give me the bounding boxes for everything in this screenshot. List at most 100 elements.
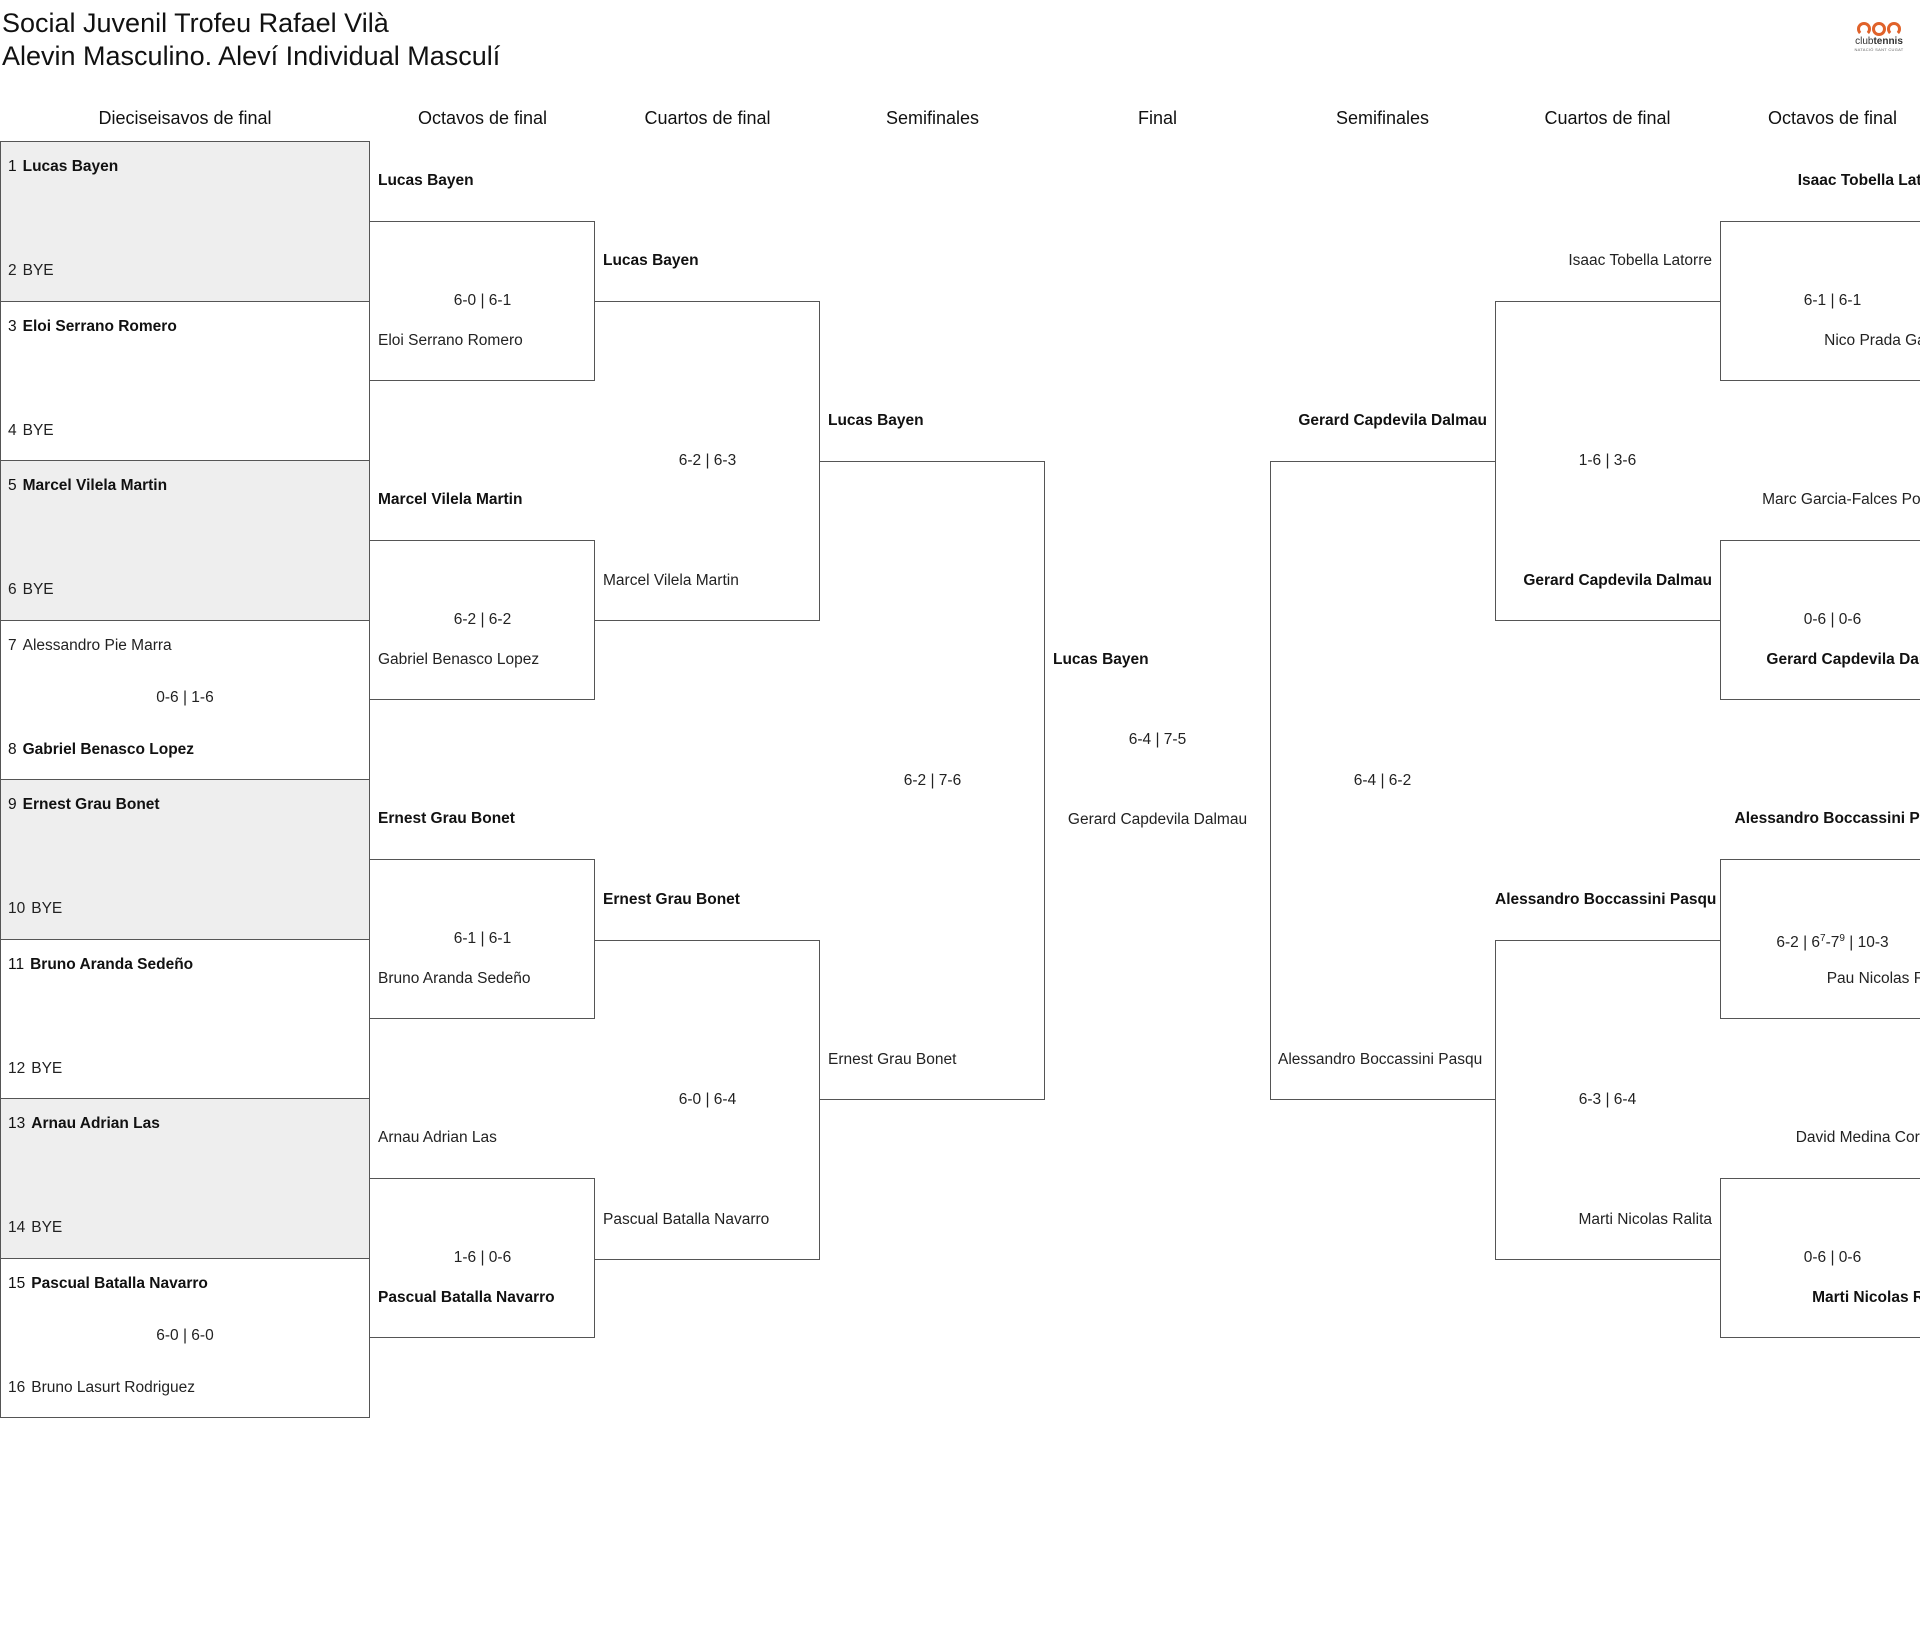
club-logo: clubtennis NATACIÓ SANT CUGAT — [1850, 22, 1908, 60]
player-name: Bruno Lasurt Rodriguez — [31, 1378, 195, 1396]
player-name: Lucas Bayen — [22, 158, 119, 175]
player-name: David Medina Corde — [1795, 1129, 1920, 1146]
r32-player: 10 BYE — [8, 899, 62, 919]
round-header-final: Final — [1137, 108, 1177, 128]
player-name: Gerard Capdevila Dalmau — [1067, 811, 1248, 828]
seed-number: 1 — [8, 158, 17, 175]
seed-number: 10 — [8, 900, 26, 917]
match-score: 6-2 | 6-3 — [678, 451, 737, 469]
player-name: Isaac Tobella Lator — [1797, 172, 1920, 189]
player-name: Bruno Aranda Sedeño — [30, 955, 194, 973]
tournament-title: Social Juvenil Trofeu Rafael Vilà — [2, 8, 389, 38]
player-name: Alessandro Boccassini Pasqu — [1495, 891, 1717, 908]
r32-match-box — [0, 1257, 370, 1418]
player-name: BYE — [31, 1059, 63, 1077]
seed-number: 11 — [8, 955, 25, 973]
logo-text-bold: tennis — [1873, 36, 1903, 47]
player-name: BYE — [22, 581, 54, 598]
player-name: Lucas Bayen — [603, 252, 699, 269]
seed-number: 14 — [8, 1219, 26, 1236]
player-name: Eloi Serrano Romero — [22, 317, 177, 335]
player-name: Alessandro Pie Marra — [22, 636, 172, 654]
match-connector — [1495, 940, 1720, 1260]
player-name: Pascual Batalla Navarro — [378, 1288, 555, 1306]
score-part: -7 — [1825, 933, 1840, 951]
r32-match-box — [0, 460, 370, 621]
match-score: 6-0 | 6-4 — [678, 1090, 737, 1108]
match-connector — [1720, 1178, 1920, 1338]
match-connector — [595, 301, 820, 621]
r32-player: 12 BYE — [8, 1059, 62, 1079]
player-name: BYE — [31, 1219, 63, 1236]
player-name: Pascual Batalla Navarro — [603, 1210, 770, 1228]
match-score: 0-6 | 0-6 — [1803, 610, 1862, 628]
seed-number: 15 — [8, 1274, 26, 1292]
round-header-dieciseisavos: Dieciseisavos de final — [98, 108, 272, 128]
player-name: Arnau Adrian Las — [378, 1129, 497, 1146]
logo-text-main: club — [1855, 36, 1874, 47]
match-connector — [820, 461, 1045, 1100]
player-name: Ernest Grau Bonet — [378, 810, 515, 827]
seed-number: 9 — [8, 796, 17, 813]
player-name: Ernest Grau Bonet — [22, 796, 160, 813]
r32-player: 6 BYE — [8, 580, 54, 600]
player-name: Pascual Batalla Navarro — [31, 1274, 208, 1292]
round-header-semifinales-left: Semifinales — [885, 108, 980, 128]
r32-player: 13 Arnau Adrian Las — [8, 1114, 160, 1134]
player-name: Pau Nicolas Ral — [1826, 969, 1920, 987]
player-name: BYE — [22, 421, 54, 439]
seed-number: 16 — [8, 1378, 26, 1396]
match-score: 6-2 | 6-2 — [453, 610, 512, 628]
player-name: BYE — [31, 900, 63, 917]
r32-player: 9 Ernest Grau Bonet — [8, 795, 160, 815]
player-name: Lucas Bayen — [828, 412, 924, 429]
seed-number: 7 — [8, 636, 17, 654]
player-name: Gerard Capdevila Dalmau — [1523, 571, 1712, 589]
player-name: Gerard Capdevila Dalmau — [1298, 412, 1487, 429]
r32-player: 16 Bruno Lasurt Rodriguez — [8, 1378, 195, 1398]
seed-number: 5 — [8, 477, 17, 494]
player-name: Arnau Adrian Las — [31, 1115, 160, 1132]
seed-number: 13 — [8, 1115, 26, 1132]
match-score: 1-6 | 0-6 — [453, 1248, 512, 1266]
match-score: 6-2 | 7-6 — [903, 771, 962, 789]
player-name: Gabriel Benasco Lopez — [22, 740, 195, 758]
match-score: 6-0 | 6-1 — [453, 291, 512, 309]
round-header-cuartos-right: Cuartos de final — [1544, 108, 1671, 128]
match-score: 6-3 | 6-4 — [1578, 1090, 1637, 1108]
player-name: Ernest Grau Bonet — [828, 1051, 957, 1068]
match-connector — [370, 1178, 595, 1338]
player-name: BYE — [22, 262, 54, 279]
match-connector — [1270, 461, 1495, 1100]
seed-number: 6 — [8, 581, 17, 598]
match-score: 6-0 | 6-0 — [156, 1326, 214, 1344]
r32-player: 7 Alessandro Pie Marra — [8, 636, 172, 656]
r32-match-box — [0, 1098, 370, 1259]
match-score: 0-6 | 1-6 — [156, 688, 214, 706]
match-connector — [1720, 540, 1920, 700]
match-connector — [595, 940, 820, 1260]
match-connector — [370, 221, 595, 381]
player-name: Marcel Vilela Martin — [378, 491, 523, 508]
r32-player: 15 Pascual Batalla Navarro — [8, 1274, 208, 1294]
seed-number: 2 — [8, 262, 17, 279]
category-title: Alevin Masculino. Aleví Individual Mascu… — [2, 41, 501, 71]
player-name: Alessandro Boccassini Pasqu — [1278, 1051, 1483, 1068]
player-name: Marti Nicolas Ralita — [1578, 1210, 1712, 1228]
player-name: Nico Prada Galv — [1824, 331, 1920, 349]
player-name: Gerard Capdevila Dalm — [1766, 650, 1920, 668]
player-name: Ernest Grau Bonet — [603, 891, 740, 908]
player-name: Marcel Vilela Martin — [22, 477, 168, 494]
round-header-octavos-right: Octavos de final — [1767, 108, 1898, 128]
seed-number: 12 — [8, 1059, 26, 1077]
r32-player: 2 BYE — [8, 261, 54, 281]
match-score: 1-6 | 3-6 — [1578, 451, 1637, 469]
logo-subtext: NATACIÓ SANT CUGAT — [1854, 47, 1904, 52]
match-score: 6-1 | 6-1 — [453, 929, 512, 947]
tiebreak-score: 7 — [1820, 932, 1826, 944]
r32-match-box — [0, 779, 370, 940]
player-name: Marcel Vilela Martin — [603, 571, 739, 589]
